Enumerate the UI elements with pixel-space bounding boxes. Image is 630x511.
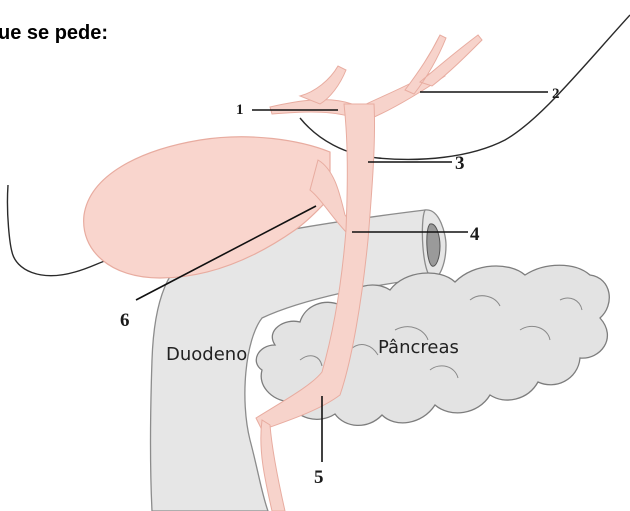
label-4: 4 [470,224,480,245]
left-hepatic-branch [300,66,346,104]
pancreas-label: Pâncreas [378,337,459,358]
label-6: 6 [120,310,130,331]
right-hepatic-branches [405,35,482,94]
label-3: 3 [455,153,465,174]
label-2: 2 [552,86,560,102]
label-5: 5 [314,467,324,488]
duodeno-label: Duodeno [166,344,247,365]
label-1: 1 [236,102,244,118]
left-hepatic-duct [270,100,352,116]
